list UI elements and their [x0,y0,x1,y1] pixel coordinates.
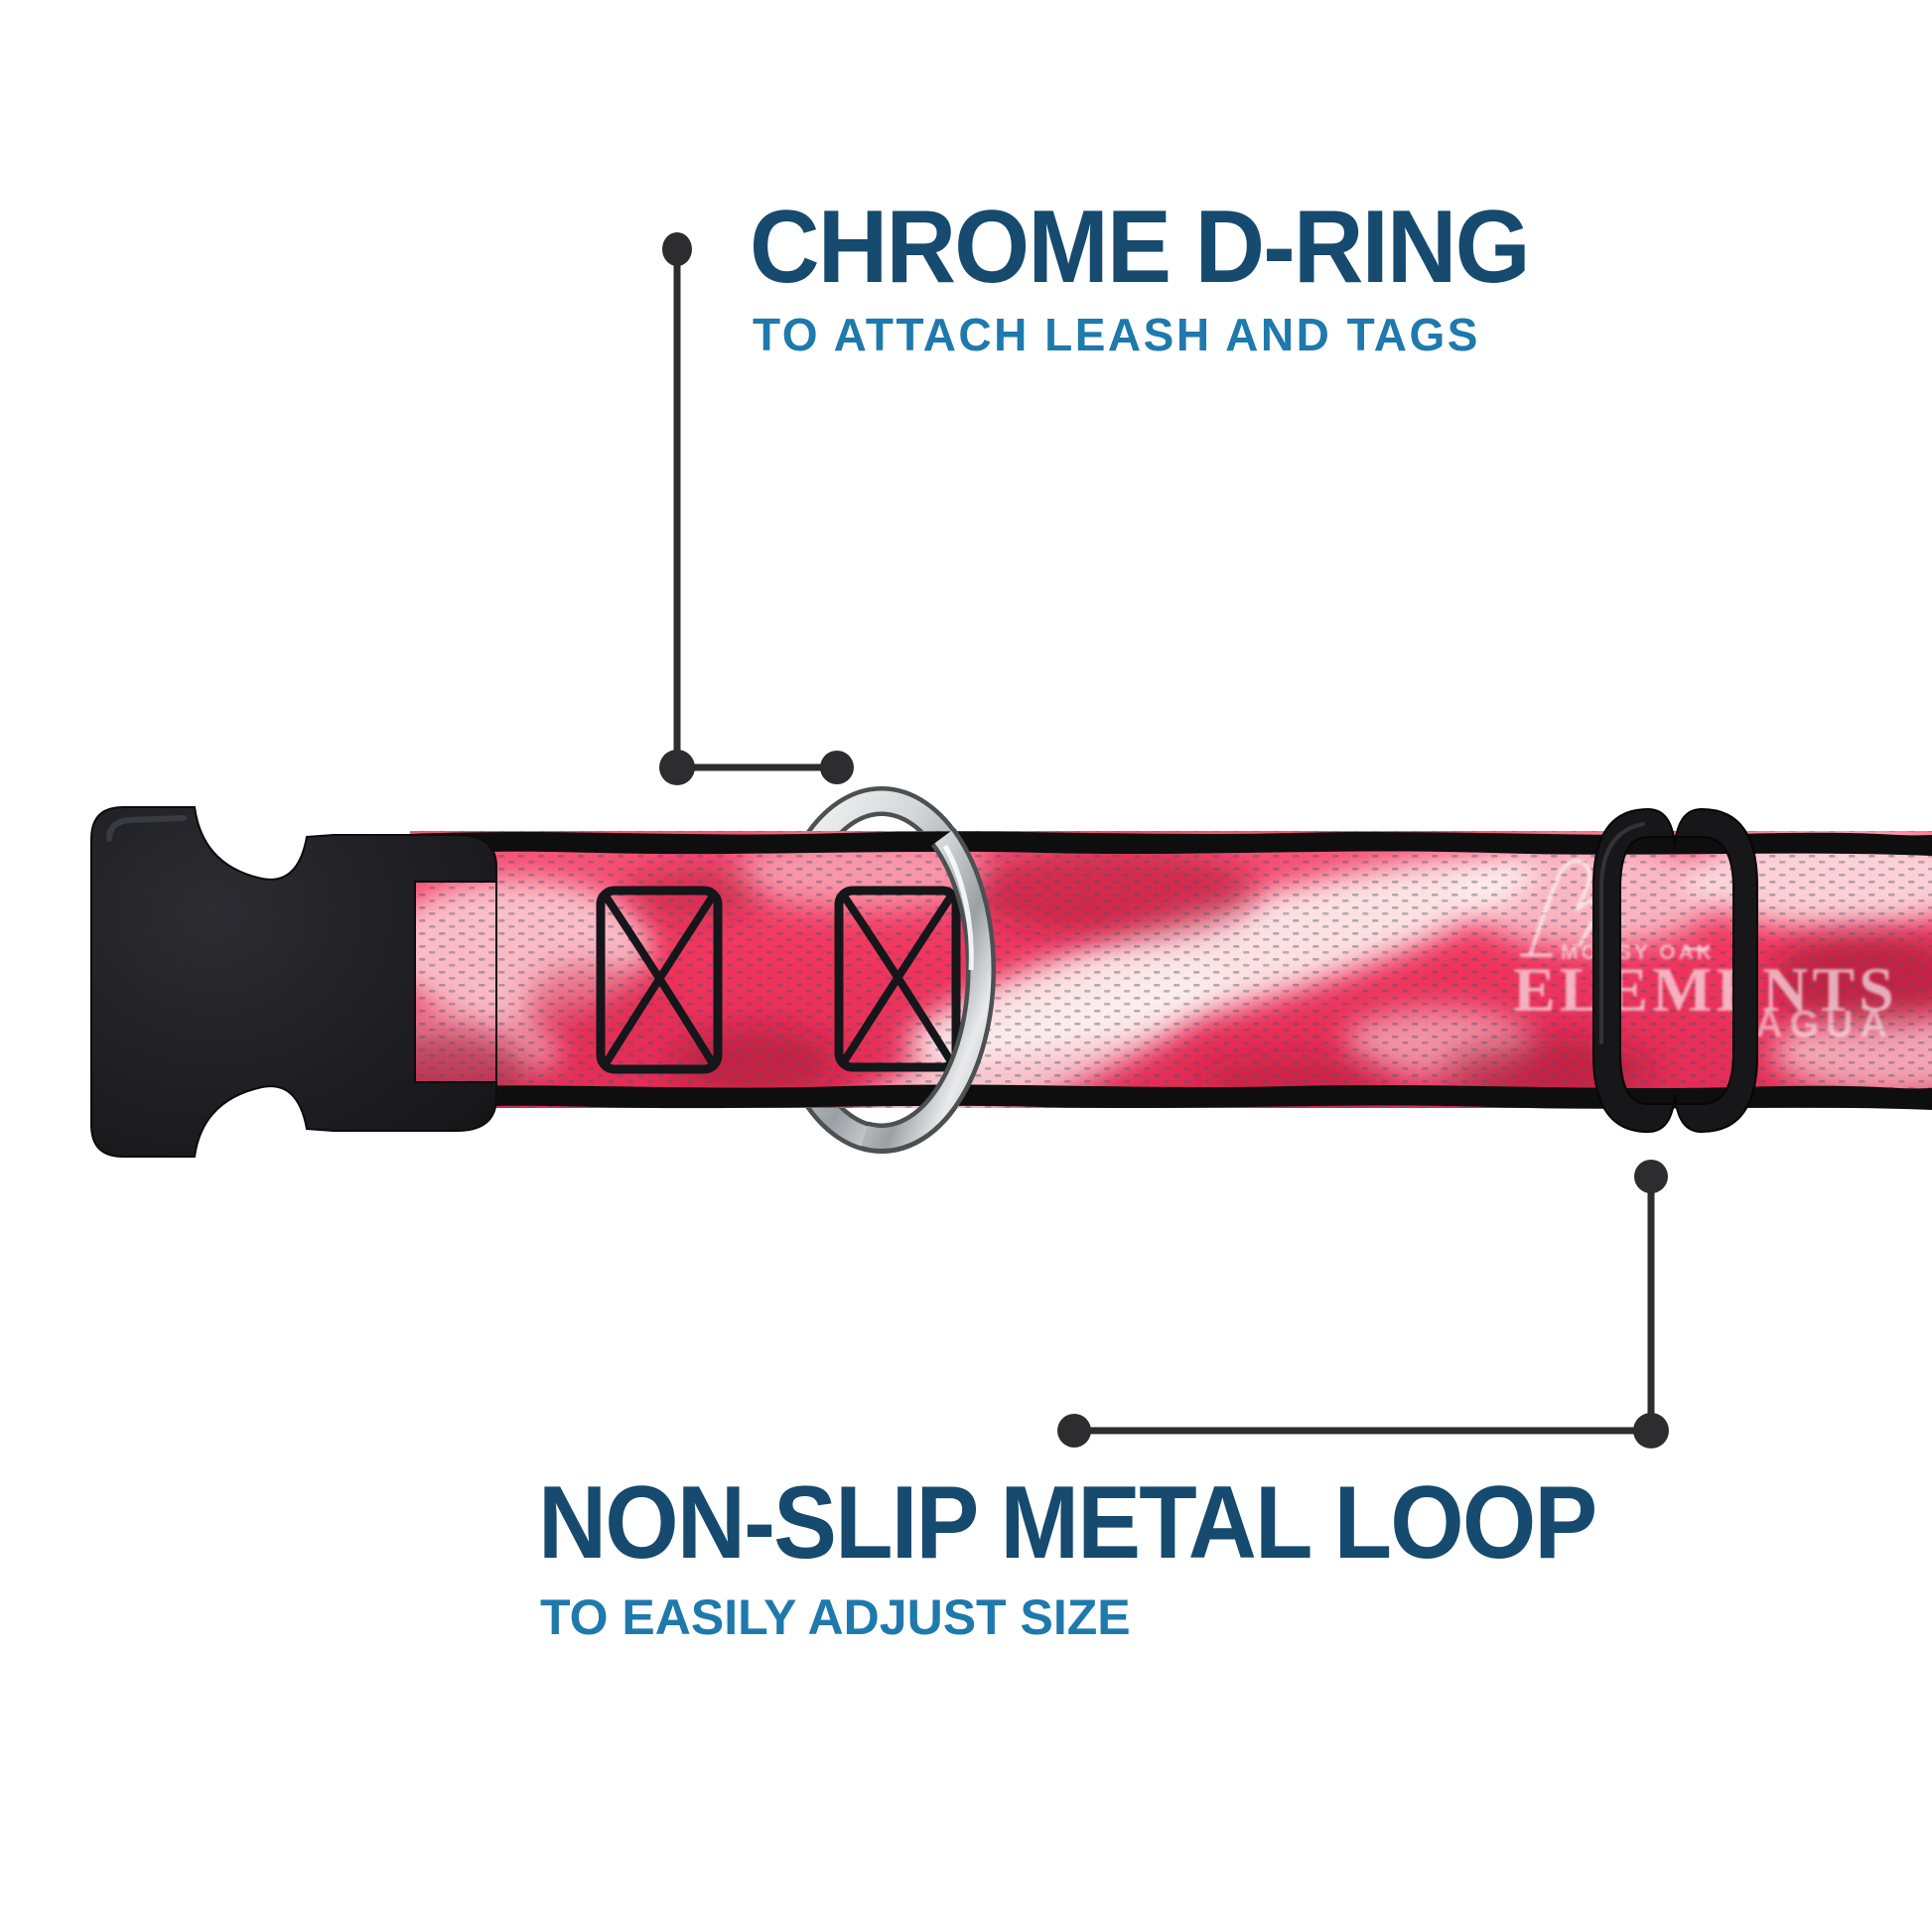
side-release-buckle [90,806,497,1158]
connector-dot [659,750,695,785]
top-callout-connector [659,232,854,785]
bottom-callout-title: NON-SLIP METAL LOOP [538,1471,1688,1575]
d-ring-highlight [942,844,974,971]
top-callout-subtitle-text: TO ATTACH LEASH AND TAGS [753,309,1480,360]
connector-dot [1633,1413,1669,1449]
bottom-callout-subtitle-text: TO EASILY ADJUST SIZE [540,1589,1131,1645]
top-callout-title: CHROME D-RING [750,196,1579,299]
connector-dot [1634,1160,1668,1193]
connector-dot [1057,1414,1091,1448]
buckle-highlight [106,815,187,842]
webbing-top-edge [410,831,1932,856]
bottom-callout-connector [1057,1160,1669,1449]
connector-dot [820,751,854,784]
top-callout-subtitle: TO ATTACH LEASH AND TAGS [753,312,1480,357]
connector-dot [662,232,692,266]
watermark-collection-text: ELEMENTS [1513,954,1898,1025]
top-callout-title-text: CHROME D-RING [750,190,1531,305]
stitch-box-right [834,886,961,1072]
watermark-pattern-text: AGUA [1755,1004,1894,1045]
bottom-callout-title-text: NON-SLIP METAL LOOP [538,1465,1597,1581]
pattern-watermark: MOSSY OAK ELEMENTS AGUA [1513,858,1898,1045]
d-ring [860,828,997,1154]
metal-loop [1592,807,1758,1134]
metal-loop-highlight [1599,822,1645,1044]
webbing-bottom-edge [410,1084,1932,1110]
stitch-box-left [596,886,723,1074]
bottom-callout-subtitle: TO EASILY ADJUST SIZE [540,1592,1131,1642]
stitch-boxes [596,886,961,1074]
collar-webbing [410,831,1932,1110]
